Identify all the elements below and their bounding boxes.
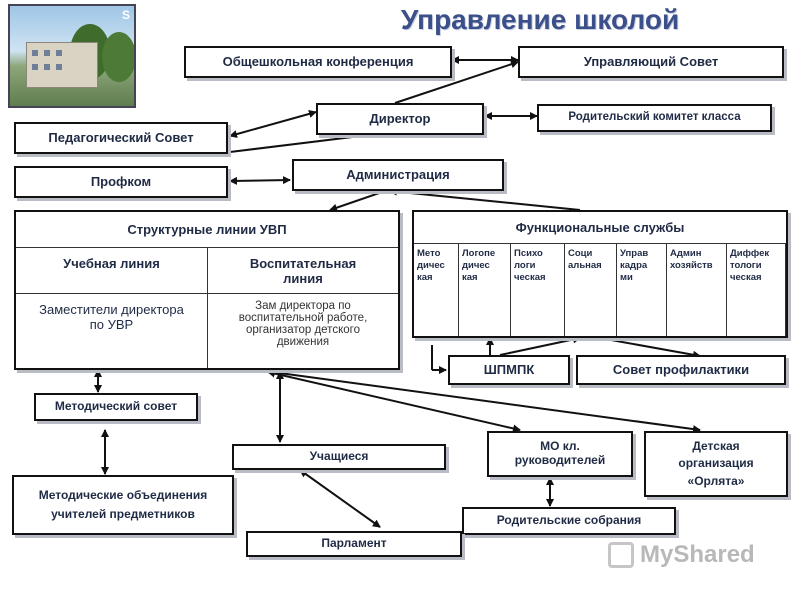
conference-box: Общешкольная конференция — [184, 46, 452, 78]
method-unions-label: Методические объединения учителей предме… — [38, 487, 208, 521]
parliament-label: Парламент — [321, 536, 387, 551]
service-item-label: Админ хозяйств — [670, 248, 713, 271]
service-item: Диффек тологи ческая — [727, 244, 786, 336]
uvp-col1-text: Заместители директора по УВР — [16, 294, 208, 368]
council-box: Управляющий Совет — [518, 46, 784, 78]
children-org-box: Детская организация «Орлята» — [644, 431, 788, 497]
shpmpk-label: ШПМПК — [483, 361, 535, 377]
service-item-label: Мето дичес кая — [417, 248, 445, 283]
students-label: Учащиеся — [309, 449, 369, 464]
presentation-icon — [608, 542, 634, 568]
uvp-col2-title: Воспитательная линия — [208, 248, 398, 294]
administration-box: Администрация — [292, 159, 504, 191]
council-label: Управляющий Совет — [583, 53, 719, 69]
parent-committee-box: Родительский комитет класса — [537, 104, 772, 132]
children-org-label: Детская организация «Орлята» — [678, 438, 754, 488]
mo-leaders-box: МО кл. руководителей — [487, 431, 633, 477]
service-item-label: Логопе дичес кая — [462, 248, 496, 283]
watermark: MyShared — [608, 538, 778, 572]
parent-meetings-label: Родительские собрания — [496, 513, 642, 528]
service-item: Админ хозяйств — [667, 244, 727, 336]
director-label: Директор — [369, 110, 431, 126]
uvp-col2-text: Зам директора по воспитательной работе, … — [238, 300, 368, 348]
method-unions-box: Методические объединения учителей предме… — [12, 475, 234, 535]
service-item: Соци альная — [565, 244, 617, 336]
director-box: Директор — [316, 103, 484, 135]
parent-meetings-box: Родительские собрания — [462, 507, 676, 535]
school-photo: S — [8, 4, 136, 108]
parliament-box: Парламент — [246, 531, 462, 557]
service-item: Мето дичес кая — [414, 244, 459, 336]
service-item-label: Соци альная — [568, 248, 602, 271]
ped-council-label: Педагогический Совет — [48, 129, 194, 145]
administration-label: Администрация — [346, 166, 450, 182]
conference-label: Общешкольная конференция — [222, 53, 414, 69]
prevention-council-box: Совет профилактики — [576, 355, 786, 385]
service-item: Психо логи ческая — [511, 244, 565, 336]
uvp-col1-title: Учебная линия — [16, 248, 208, 294]
method-council-box: Методический совет — [34, 393, 198, 421]
shpmpk-box: ШПМПК — [448, 355, 570, 385]
diagram-title: Управление школой — [400, 4, 680, 35]
uvp-header: Структурные линии УВП — [16, 212, 398, 248]
service-item: Логопе дичес кая — [459, 244, 511, 336]
service-item-label: Управ кадра ми — [620, 248, 649, 283]
profkom-box: Профком — [14, 166, 228, 198]
method-council-label: Методический совет — [54, 399, 178, 414]
ped-council-box: Педагогический Совет — [14, 122, 228, 154]
service-item-label: Диффек тологи ческая — [730, 248, 770, 283]
services-header: Функциональные службы — [414, 212, 786, 244]
service-item-label: Психо логи ческая — [514, 248, 546, 283]
watermark-label: MyShared — [640, 541, 755, 568]
service-item: Управ кадра ми — [617, 244, 667, 336]
profkom-label: Профком — [90, 173, 152, 189]
students-box: Учащиеся — [232, 444, 446, 470]
parent-committee-label: Родительский комитет класса — [568, 111, 741, 124]
prevention-council-label: Совет профилактики — [612, 361, 750, 377]
mo-leaders-label: МО кл. руководителей — [514, 439, 606, 467]
services-panel — [412, 210, 788, 338]
